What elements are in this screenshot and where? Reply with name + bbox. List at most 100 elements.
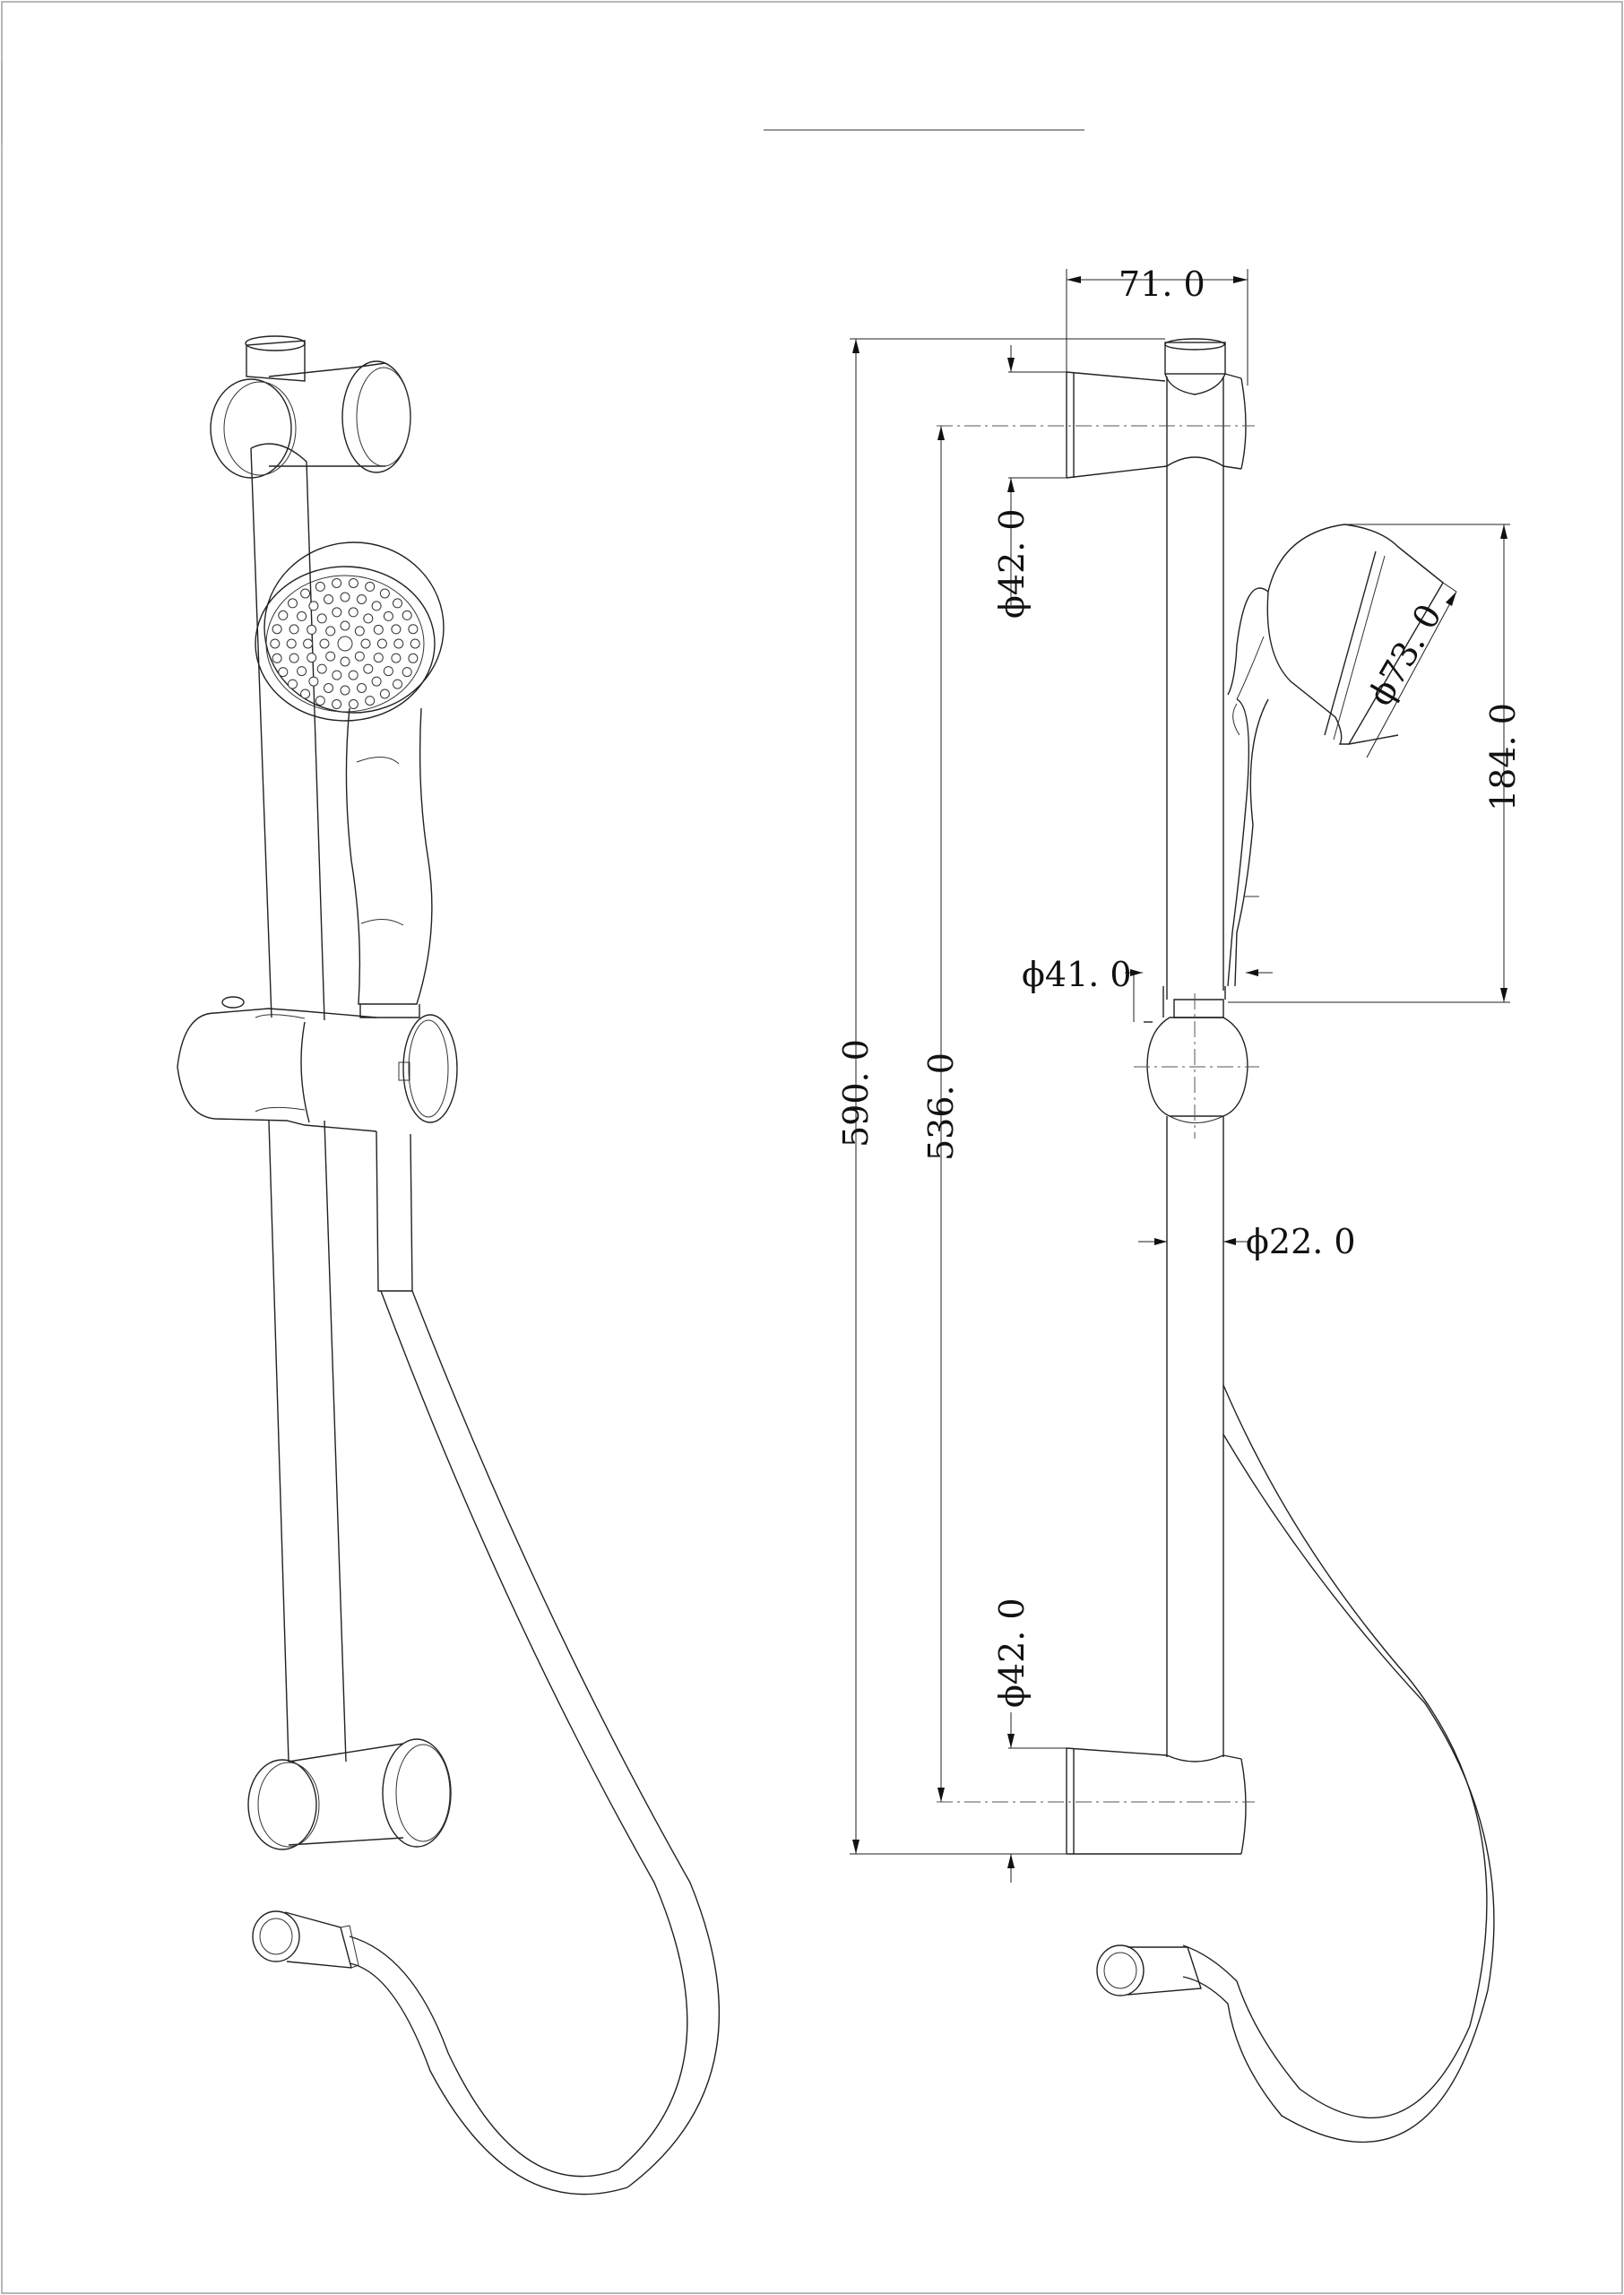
dim-rail-diameter: ϕ22. 0 (1246, 1222, 1356, 1261)
elev-rail (1166, 377, 1224, 1757)
spray-hole (332, 699, 342, 709)
iso-hose (349, 1130, 720, 2195)
spray-hole (357, 683, 367, 693)
spray-hole (319, 638, 330, 649)
dim-bracket-bottom-diameter: ϕ42. 0 (992, 1598, 1032, 1708)
spray-hole (373, 624, 384, 635)
spray-hole (340, 620, 350, 631)
spray-hole (393, 638, 404, 649)
spray-hole (278, 610, 289, 620)
spray-hole (272, 624, 282, 635)
spray-hole (325, 651, 336, 662)
spray-hole (410, 638, 420, 649)
spray-hole (272, 653, 282, 663)
spray-hole (348, 607, 358, 618)
elev-bottom-bracket (1066, 1747, 1247, 1855)
spray-hole (332, 670, 342, 680)
iso-handle (345, 707, 433, 1018)
spray-hole (340, 592, 350, 602)
spray-hole (308, 601, 319, 611)
spray-hole (348, 699, 358, 709)
spray-hole (348, 578, 358, 588)
spray-hole (297, 611, 307, 621)
spray-hole (393, 679, 402, 689)
spray-hole (354, 626, 365, 637)
spray-hole (365, 696, 376, 706)
iso-rail (250, 443, 347, 1762)
elev-slider (1144, 986, 1248, 1123)
spray-hole (357, 594, 367, 604)
dim-center-distance: 536. 0 (921, 1052, 961, 1161)
spray-hole (340, 685, 350, 696)
spray-hole (286, 638, 297, 649)
iso-spray-holes (270, 578, 420, 709)
spray-hole (316, 613, 327, 624)
spray-hole (340, 656, 350, 667)
iso-slider (177, 996, 458, 1132)
elev-hose (1182, 1384, 1495, 2143)
spray-hole (288, 598, 298, 609)
spray-hole (379, 688, 390, 699)
spray-hole (325, 626, 336, 637)
dim-total-length: 590. 0 (836, 1039, 876, 1148)
spray-hole (354, 651, 365, 662)
spray-hole (365, 581, 376, 592)
spray-hole (383, 611, 393, 621)
spray-hole (383, 666, 393, 677)
spray-hole (300, 588, 311, 599)
elev-top-bracket (1066, 338, 1247, 479)
spray-hole (289, 653, 299, 663)
dim-slider-diameter: ϕ41. 0 (1022, 955, 1132, 994)
spray-hole (379, 588, 390, 599)
spray-hole (332, 578, 342, 588)
spray-hole (324, 683, 333, 693)
iso-shower-head (255, 541, 445, 722)
iso-bottom-bracket (247, 1738, 452, 1850)
elev-hose-connector (1096, 1944, 1202, 1996)
spray-hole (402, 610, 412, 620)
spray-hole (363, 613, 374, 624)
dim-head-diameter: ϕ73. 0 (1361, 597, 1449, 712)
spray-hole (308, 676, 319, 687)
spray-hole (337, 636, 353, 652)
spray-hole (315, 581, 325, 592)
spray-hole (300, 688, 311, 699)
iso-hose-connector (252, 1910, 359, 1969)
spray-hole (303, 638, 314, 649)
spray-hole (307, 624, 317, 635)
spray-hole (297, 666, 307, 677)
center-lines (937, 425, 1259, 1803)
spray-hole (371, 601, 382, 611)
spray-hole (371, 676, 382, 687)
spray-hole (316, 663, 327, 674)
dim-width-top: 71. 0 (1119, 264, 1205, 304)
spray-hole (376, 638, 387, 649)
spray-hole (408, 624, 419, 635)
dim-head-height: 184. 0 (1483, 703, 1523, 811)
spray-hole (348, 670, 358, 680)
spray-hole (289, 624, 299, 635)
spray-hole (332, 607, 342, 618)
dim-bracket-top-diameter: ϕ42. 0 (992, 508, 1032, 619)
spray-hole (408, 653, 419, 663)
isometric-view (177, 335, 720, 2195)
spray-hole (324, 594, 333, 604)
elevation-view (1066, 338, 1495, 2143)
spray-hole (363, 663, 374, 674)
spray-hole (373, 653, 384, 663)
spray-hole (360, 638, 371, 649)
iso-top-bracket (210, 335, 411, 479)
spray-hole (307, 653, 317, 663)
spray-hole (402, 667, 412, 678)
spray-hole (278, 667, 289, 678)
spray-hole (270, 638, 281, 649)
elev-shower-head (1227, 524, 1444, 987)
spray-hole (288, 679, 298, 689)
dimension-lines (850, 269, 1510, 1883)
dimension-labels: 71. 0 ϕ42. 0 ϕ73. 0 184. 0 ϕ41. 0 590. 0… (836, 264, 1523, 1708)
spray-hole (315, 696, 325, 706)
spray-hole (391, 624, 402, 635)
spray-hole (391, 653, 402, 663)
